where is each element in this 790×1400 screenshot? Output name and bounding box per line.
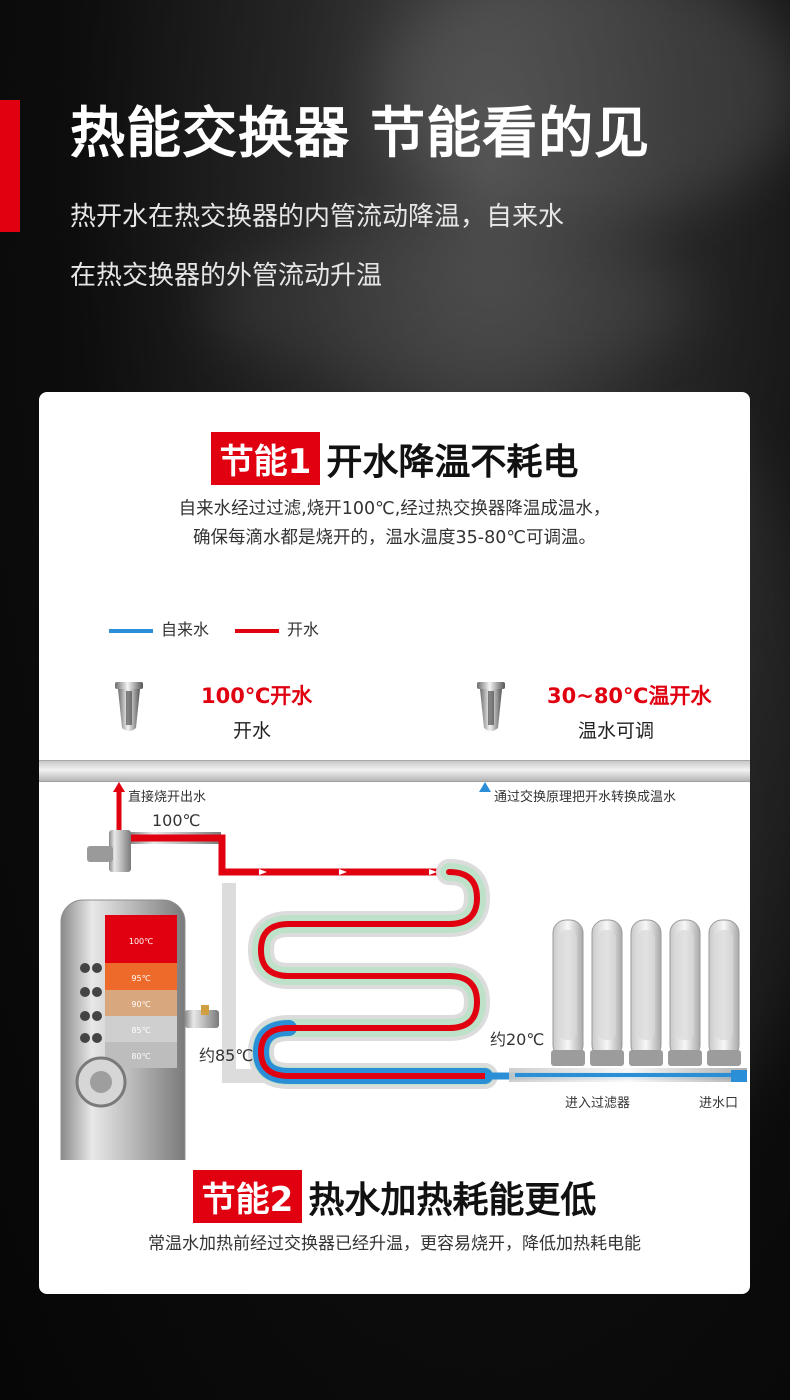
filter-cartridge [629,919,663,1066]
filter-cartridges [551,919,741,1066]
tank-level-95 [105,963,177,990]
flow-arrow-icon [429,869,437,875]
temp-85-label: 约85℃ [199,1046,253,1065]
filter-cartridge [668,919,702,1066]
countertop-divider [39,760,750,782]
legend-label: 自来水 [161,620,210,639]
tank-level-85 [105,1016,177,1042]
smoke-decoration [200,230,700,380]
arrow-up-icon [113,782,125,792]
inlet-label: 进水口 [699,1096,738,1111]
temp-100-label: 100℃ [152,811,201,830]
subtitle-line-2: 在热交换器的外管流动升温 [70,261,383,291]
legend-label: 开水 [287,620,320,639]
hot-water-core [257,869,488,1079]
temp-20-label: 约20℃ [490,1030,544,1049]
subtitle-line-1: 热开水在热交换器的内管流动降温，自来水 [70,202,565,232]
arrow-up-icon [479,782,491,792]
section2-tag: 节能2 [192,1170,303,1223]
legend-blue-line [109,628,153,633]
outlet-right-temp: 30~80℃温开水 [547,684,712,708]
tank-level-90 [105,990,177,1016]
hot-pipe [131,834,449,876]
outlet-right-label: 温水可调 [578,720,655,742]
tank-level-label: 85℃ [131,1026,150,1035]
legend-item-tap-water: 自来水 [109,616,209,640]
outlet-left-label: 开水 [233,720,272,742]
faucet-icon [115,682,143,731]
tank-level-label: 80℃ [131,1052,150,1061]
valve-body [109,830,131,872]
tank-return-valve [201,1005,209,1015]
section1-desc-line-1: 自来水经过过滤,烧开100℃,经过热交换器降温成温水， [178,499,611,519]
section2-desc: 常温水加热前经过交换器已经升温，更容易烧开，降低加热耗电能 [148,1234,641,1254]
note-exchange-principle: 通过交换原理把开水转换成温水 [494,789,676,805]
legend-item-boiling-water: 开水 [235,616,319,640]
heat-exchanger-diagram: 直接烧开出水 通过交换原理把开水转换成温水 100℃ 约85℃ 约20℃ [60,782,747,1160]
filter-cartridge [551,919,585,1066]
flow-arrow-icon [259,869,267,875]
outlet-left-temp: 100℃开水 [201,684,313,708]
smoke-decoration [380,0,790,220]
note-direct-boil: 直接烧开出水 [128,789,206,805]
accent-bar [0,100,20,232]
tank-level-100 [105,915,177,963]
inlet-port [731,1070,747,1082]
section1-desc-line-2: 确保每滴水都是烧开的，温水温度35-80℃可调温。 [192,528,596,548]
tank-heating-flange-center [90,1071,112,1093]
filter-cartridge [590,919,624,1066]
section2-title: 热水加热耗能更低 [308,1179,597,1221]
exchanger-return-tube [222,883,289,1083]
legend-red-line [235,628,279,633]
section1-title: 开水降温不耗电 [326,441,579,483]
section1-tag: 节能1 [210,432,321,485]
faucet-icon [477,682,505,731]
valve-knob [87,846,113,862]
page-title: 热能交换器 节能看的见 [70,101,651,165]
tank-level-label: 90℃ [131,1000,150,1009]
tank-level-label: 95℃ [131,974,150,983]
tank-level-label: 100℃ [129,937,153,946]
filter-label: 进入过滤器 [565,1096,630,1111]
flow-arrow-icon [339,869,347,875]
tank-return-fitting [185,1010,219,1028]
filter-cartridge [707,919,741,1066]
tank-sensors [80,963,102,1043]
